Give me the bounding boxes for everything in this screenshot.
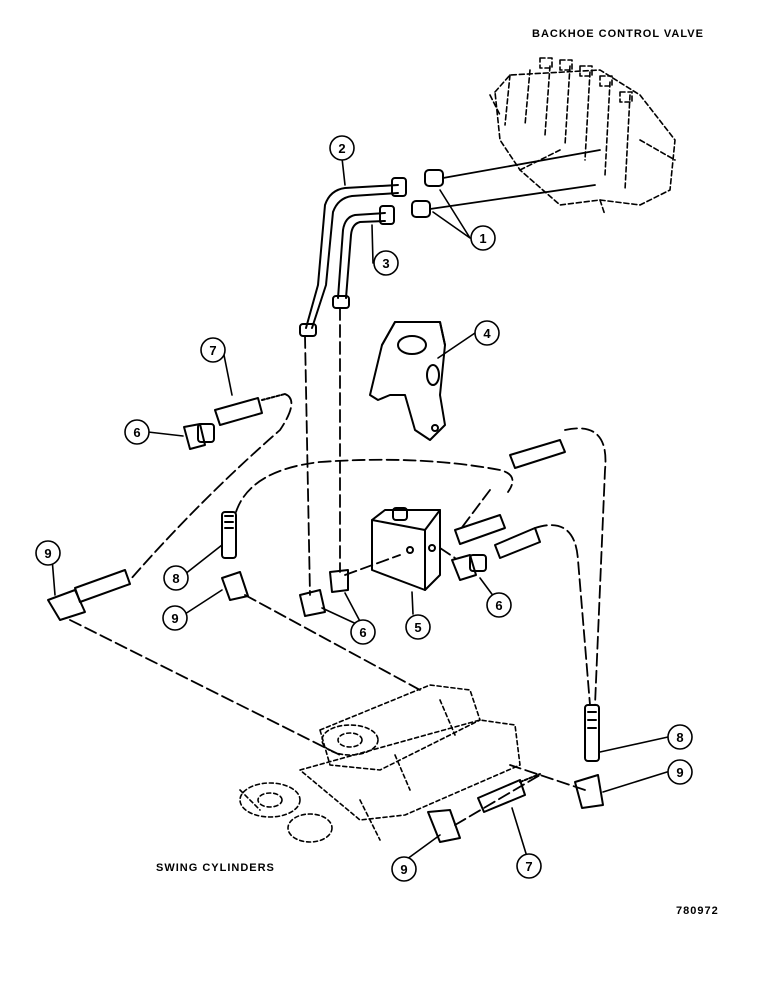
callout-8b: 8 <box>676 730 683 745</box>
hose-7 <box>214 393 541 813</box>
callout-6c: 6 <box>133 425 140 440</box>
callout-bubbles <box>35 135 693 882</box>
drawing-number: 780972 <box>676 905 719 917</box>
hose-lines <box>69 307 607 826</box>
elbow-9 <box>47 571 604 843</box>
swing-cylinders <box>239 684 521 843</box>
swing-cylinders-label: SWING CYLINDERS <box>156 862 275 874</box>
callout-6a: 6 <box>495 598 502 613</box>
callout-6b: 6 <box>359 625 366 640</box>
callout-5: 5 <box>414 620 421 635</box>
callout-numbers: 1 2 3 4 5 6 6 6 7 7 8 8 9 9 9 9 <box>44 141 683 877</box>
backhoe-control-valve-label: BACKHOE CONTROL VALVE <box>532 28 704 40</box>
callout-7a: 7 <box>209 343 216 358</box>
bracket-4 <box>369 321 446 441</box>
callout-2: 2 <box>338 141 345 156</box>
callout-3: 3 <box>382 256 389 271</box>
callout-9c: 9 <box>676 765 683 780</box>
callout-9d: 9 <box>400 862 407 877</box>
hose-8 <box>221 511 600 762</box>
backhoe-control-valve <box>489 57 676 216</box>
tube-3 <box>332 205 395 309</box>
callout-7b: 7 <box>525 859 532 874</box>
callout-4: 4 <box>483 326 491 341</box>
callout-9a: 9 <box>44 546 51 561</box>
callouts <box>51 157 669 863</box>
callout-9b: 9 <box>171 611 178 626</box>
callout-8a: 8 <box>172 571 179 586</box>
tube-2 <box>299 177 407 337</box>
elbow-6 <box>183 423 487 617</box>
hose-fittings <box>74 439 566 603</box>
valve-block-5 <box>371 507 441 591</box>
fitting-1 <box>411 149 601 218</box>
callout-1: 1 <box>479 231 486 246</box>
